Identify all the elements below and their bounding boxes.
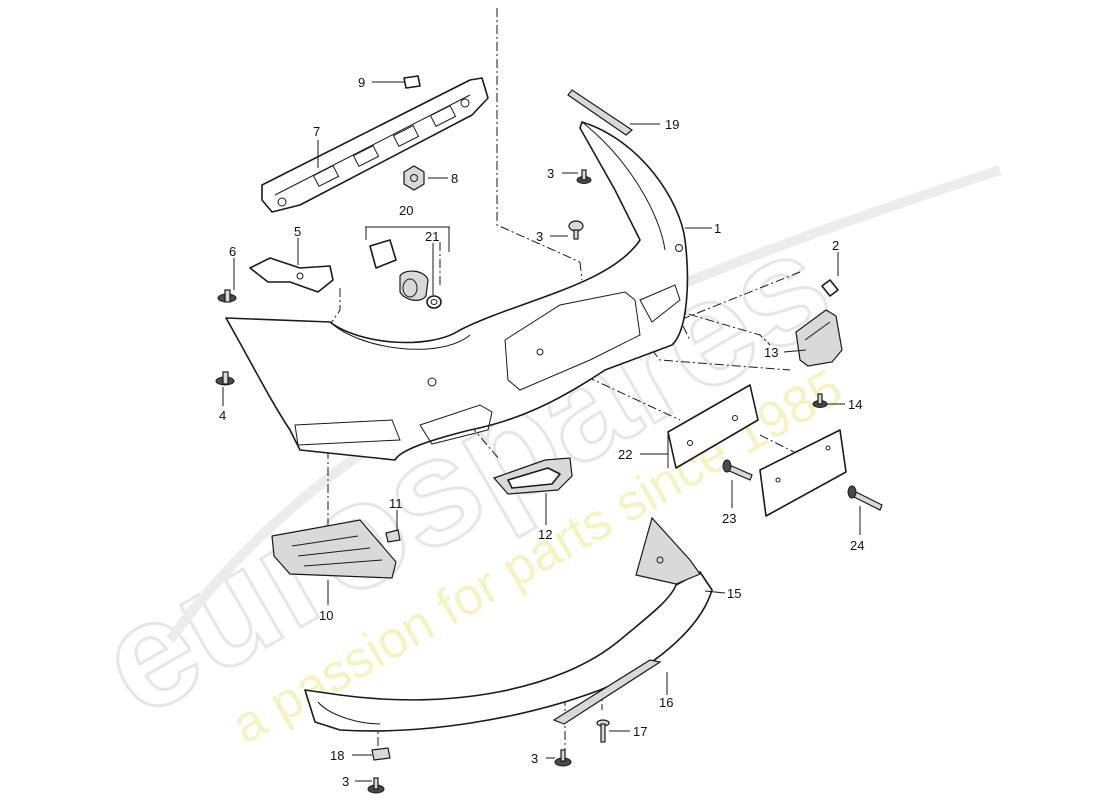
trim-strip-19[interactable]	[567, 89, 634, 136]
callout-9: 9	[358, 75, 365, 90]
callout-24: 24	[850, 538, 864, 553]
callout-23: 23	[722, 511, 736, 526]
exhaust-trim-12[interactable]	[492, 457, 573, 495]
screw-23[interactable]	[722, 459, 753, 481]
clip-11[interactable]	[385, 529, 401, 543]
callout-3d: 3	[342, 774, 349, 789]
callout-1: 1	[714, 221, 721, 236]
callout-13: 13	[764, 345, 778, 360]
clip-9[interactable]	[403, 75, 421, 89]
license-plate[interactable]	[759, 429, 847, 517]
callout-22: 22	[618, 447, 632, 462]
callout-18: 18	[330, 748, 344, 763]
callout-12: 12	[538, 527, 552, 542]
nut-8[interactable]	[403, 165, 425, 191]
callout-21: 21	[425, 229, 439, 244]
callout-11: 11	[389, 496, 403, 511]
callout-20: 20	[399, 203, 413, 218]
callout-4: 4	[219, 408, 226, 423]
leader-lines	[222, 81, 861, 782]
callout-6: 6	[229, 244, 236, 259]
lower-valance-15[interactable]	[304, 516, 713, 732]
bumper-carrier-rail[interactable]	[261, 77, 489, 213]
callout-10: 10	[319, 608, 333, 623]
callout-7: 7	[313, 124, 320, 139]
clip-18[interactable]	[371, 747, 391, 761]
callout-17: 17	[633, 724, 647, 739]
callout-8: 8	[451, 171, 458, 186]
bracket-5[interactable]	[249, 257, 334, 293]
plate-holder-22[interactable]	[667, 384, 759, 469]
bolt-3-lower-left[interactable]	[367, 777, 385, 794]
bolt-3-lower-right[interactable]	[554, 749, 572, 767]
reflector-13[interactable]	[795, 309, 843, 367]
parking-sensor-20[interactable]	[399, 270, 429, 301]
callout-19: 19	[665, 117, 679, 132]
bolt-6[interactable]	[217, 289, 237, 303]
bumper-cover[interactable]	[225, 121, 689, 461]
sensor-bracket-20[interactable]	[369, 239, 397, 269]
callout-2: 2	[832, 238, 839, 253]
sensor-ring-21[interactable]	[426, 295, 442, 309]
callout-15: 15	[727, 586, 741, 601]
grille-10[interactable]	[271, 519, 397, 579]
callout-16: 16	[659, 695, 673, 710]
rivet-17[interactable]	[596, 719, 610, 743]
strip-16[interactable]	[552, 659, 662, 725]
callout-labels: 1 2 3 3 3 3 4 5 6 7 8 9 10 11 12 13 14 1…	[219, 75, 864, 789]
screw-24[interactable]	[847, 485, 883, 511]
callout-3b: 3	[536, 229, 543, 244]
callout-14: 14	[848, 397, 862, 412]
bolt-4[interactable]	[215, 371, 235, 386]
screw-3-upper[interactable]	[576, 169, 592, 184]
callout-5: 5	[294, 224, 301, 239]
clip-2[interactable]	[821, 279, 839, 297]
callout-3a: 3	[547, 166, 554, 181]
callout-3c: 3	[531, 751, 538, 766]
clip-3-middle[interactable]	[568, 220, 584, 240]
